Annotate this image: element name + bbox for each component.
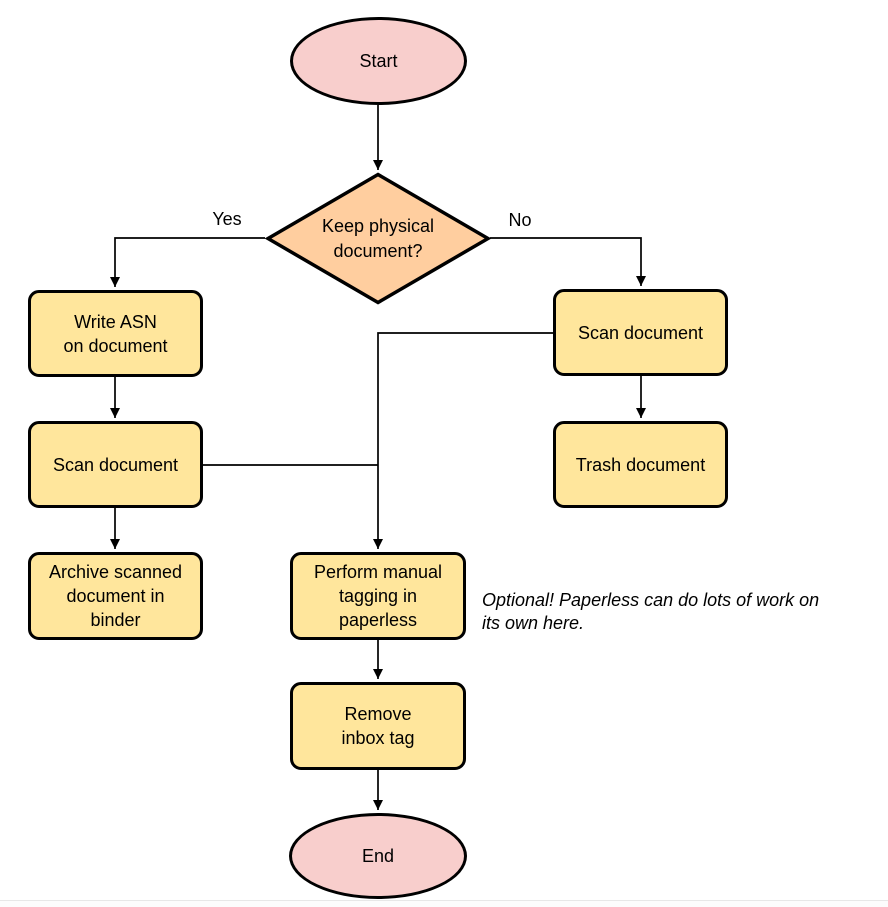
write-asn-label: Write ASN on document bbox=[63, 311, 168, 356]
trash-document-node: Trash document bbox=[553, 421, 728, 508]
archive-document-label: Archive scanned document in binder bbox=[48, 562, 183, 630]
scan-document-right-node: Scan document bbox=[553, 289, 728, 376]
start-label: Start bbox=[359, 51, 398, 71]
archive-document-node: Archive scanned document in binder bbox=[28, 552, 203, 640]
scan-document-right-label: Scan document bbox=[577, 322, 704, 343]
start-terminator: Start bbox=[290, 17, 467, 105]
manual-tagging-label: Perform manual tagging in paperless bbox=[313, 562, 443, 630]
end-terminator: End bbox=[289, 813, 467, 899]
yes-edge-label: Yes bbox=[212, 209, 242, 229]
decision-label: Keep physical document? bbox=[321, 215, 435, 261]
end-label: End bbox=[361, 846, 395, 866]
manual-tagging-node: Perform manual tagging in paperless bbox=[290, 552, 466, 640]
keep-physical-document-decision: Keep physical document? bbox=[265, 172, 491, 305]
trash-document-label: Trash document bbox=[575, 454, 706, 475]
no-edge-label: No bbox=[508, 210, 532, 230]
remove-inbox-tag-node: Remove inbox tag bbox=[290, 682, 466, 770]
scan-document-left-node: Scan document bbox=[28, 421, 203, 508]
scan-document-left-label: Scan document bbox=[52, 454, 179, 475]
decision-diamond-shape bbox=[265, 172, 491, 305]
remove-inbox-tag-label: Remove inbox tag bbox=[341, 704, 415, 748]
edge-decision-no-to-scan-right bbox=[490, 237, 646, 286]
edge-decision-yes-to-write-asn bbox=[110, 237, 265, 287]
edge-scan-right-to-tagging bbox=[373, 332, 553, 549]
optional-annotation: Optional! Paperless can do lots of work … bbox=[482, 590, 820, 633]
write-asn-node: Write ASN on document bbox=[28, 290, 203, 377]
bottom-edge-divider bbox=[0, 900, 888, 907]
